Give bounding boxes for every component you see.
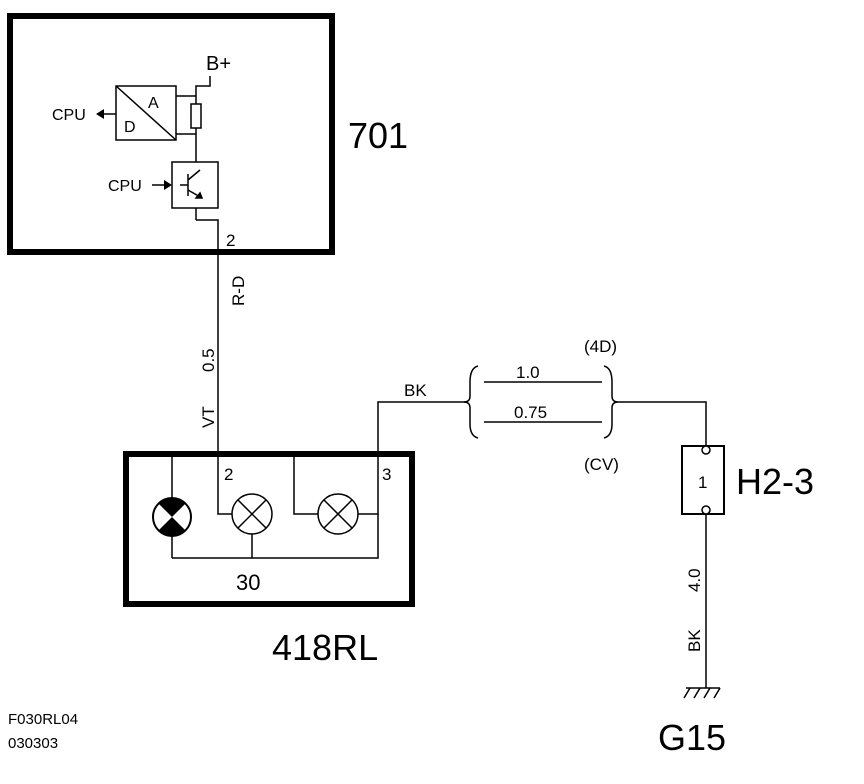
- connector-body: [681, 445, 725, 515]
- ground-wire-color: BK: [685, 629, 704, 652]
- pullup-resistor: [190, 103, 202, 129]
- drawing-code: F030RL04: [8, 711, 78, 728]
- lamp-unit-pin-a-label: 2: [224, 465, 233, 484]
- ground-point-id: G15: [658, 717, 726, 758]
- ground-symbol-icon: [683, 687, 721, 699]
- variant-top-label: (4D): [584, 337, 617, 356]
- bulb-2-icon: [317, 493, 359, 535]
- supply-label: B+: [206, 53, 231, 75]
- signal-wire-color-alt: VT: [199, 406, 218, 428]
- ad-converter-a-label: A: [148, 95, 159, 112]
- connector-pin-label: 1: [698, 473, 707, 492]
- control-module-701: B+ A D CPU CPU 2: [7, 13, 335, 255]
- variant-top-size: 1.0: [516, 363, 540, 382]
- lamp-unit-pin-b-label: 3: [382, 465, 391, 484]
- transistor-driver: [171, 161, 219, 209]
- connector-h2-3: 1: [681, 445, 725, 515]
- cpu-in-arrow-icon: [164, 180, 172, 190]
- date-code: 030303: [8, 735, 58, 752]
- ad-converter-diagonal: [115, 85, 177, 141]
- control-module-id: 701: [348, 115, 408, 156]
- pin-lead: [196, 219, 219, 252]
- connector-pin-top-icon: [701, 445, 711, 455]
- cpu-out-label: CPU: [52, 107, 86, 124]
- lamp-unit-418rl: 2 3 30: [123, 451, 415, 607]
- ground-wire-size: 4.0: [685, 568, 704, 592]
- ground-link-wire-color: BK: [404, 381, 427, 400]
- lamp-unit-id: 418RL: [272, 627, 378, 668]
- lamp-unit-ground-bus-label: 30: [236, 570, 260, 595]
- bulb-1-icon: [231, 493, 273, 535]
- connector-pin-bottom-icon: [701, 505, 711, 515]
- control-module-box: [7, 13, 335, 255]
- supply-wire: [195, 76, 211, 104]
- ad-converter-d-label: D: [124, 119, 136, 136]
- cpu-in-label: CPU: [108, 178, 142, 195]
- variant-bottom-size: 0.75: [514, 403, 547, 422]
- ad-converter: [115, 85, 177, 141]
- variant-bottom-label: (CV): [584, 455, 619, 474]
- signal-wire-color: R-D: [229, 276, 248, 306]
- signal-wire-size: 0.5: [199, 348, 218, 372]
- lamp-unit-internal-wiring: [171, 456, 379, 559]
- connector-id: H2-3: [736, 461, 814, 502]
- cpu-out-arrow-icon: [96, 109, 104, 119]
- bulb-indicator-icon: [152, 497, 192, 537]
- control-module-pin-label: 2: [226, 231, 235, 250]
- ground-link-wire: [377, 365, 707, 456]
- lamp-unit-box: [123, 451, 415, 607]
- transistor-icon: [180, 169, 204, 199]
